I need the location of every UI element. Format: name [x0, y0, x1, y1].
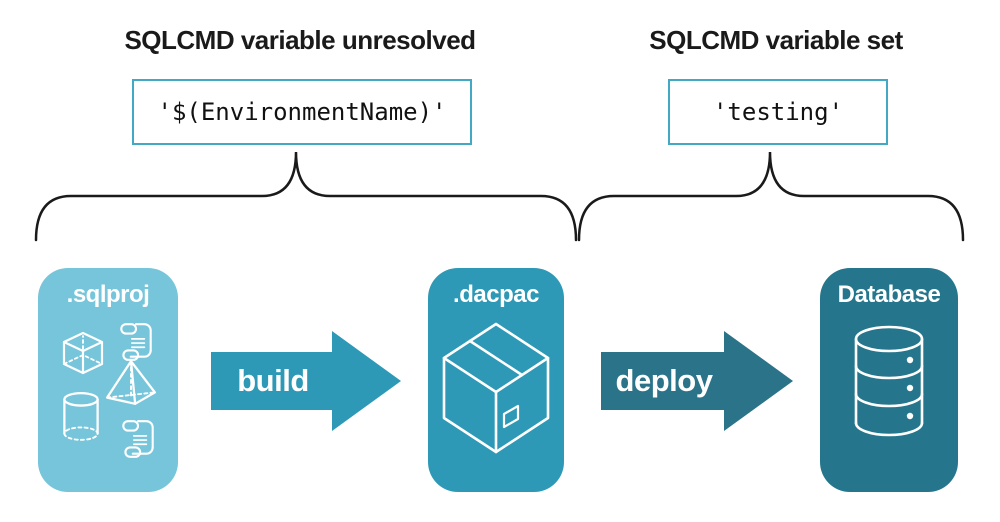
database-icon: [854, 325, 924, 437]
build-arrow-label: build: [237, 363, 309, 398]
right-arrow-icon: [211, 331, 401, 431]
right-arrow-icon: [601, 331, 793, 431]
package-icon: [442, 322, 550, 454]
scroll-icon: [122, 420, 154, 458]
scroll-icon: [120, 323, 152, 361]
right-heading: SQLCMD variable set: [649, 25, 903, 55]
deploy-arrow-label: deploy: [615, 363, 713, 398]
pyramid-icon: [105, 360, 157, 405]
unresolved-variable-codebox: '$(EnvironmentName)': [132, 79, 472, 145]
left-heading: SQLCMD variable unresolved: [124, 25, 476, 55]
set-variable-code: 'testing': [712, 98, 844, 126]
brace-layer: [34, 151, 965, 242]
node-database-label: Database: [837, 281, 941, 308]
right-brace-icon: [577, 151, 965, 242]
set-variable-codebox: 'testing': [668, 79, 888, 145]
deploy-arrow: deploy: [598, 328, 796, 434]
database-dot: [906, 412, 914, 420]
cube-icon: [62, 331, 104, 375]
unresolved-variable-code: '$(EnvironmentName)': [157, 98, 447, 126]
cylinder-icon: [63, 391, 99, 441]
node-sqlproj-label: .sqlproj: [66, 281, 150, 308]
database-dot: [906, 384, 914, 392]
node-dacpac: .dacpac: [428, 268, 564, 492]
build-arrow: build: [208, 328, 404, 434]
node-dacpac-label: .dacpac: [453, 281, 539, 308]
left-brace-icon: [34, 151, 578, 242]
database-dot: [906, 356, 914, 364]
node-sqlproj: .sqlproj: [38, 268, 178, 492]
node-database: Database: [820, 268, 958, 492]
